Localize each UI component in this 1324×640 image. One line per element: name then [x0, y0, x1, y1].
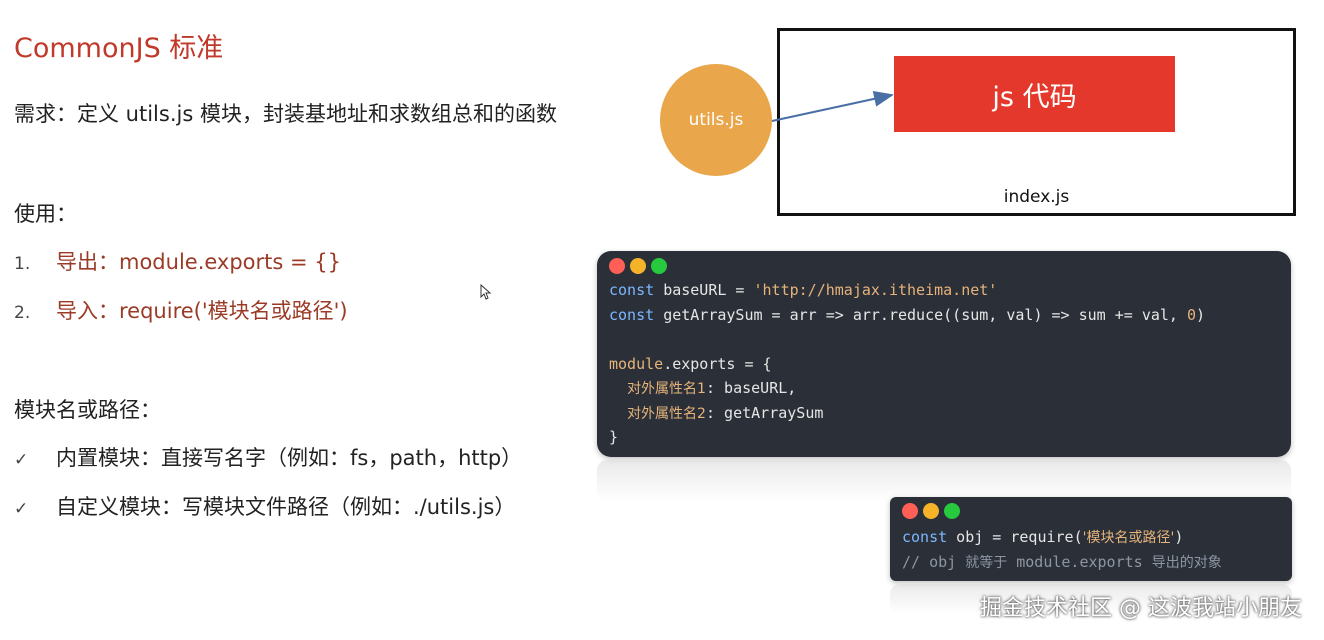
- path-item-custom: ✓ 自定义模块：写模块文件路径（例如：./utils.js）: [14, 491, 515, 521]
- slide-title: CommonJS 标准: [14, 33, 224, 64]
- code-line-blank: [609, 327, 1205, 352]
- maximize-dot-icon: [944, 503, 960, 519]
- check-icon: ✓: [14, 450, 29, 470]
- code-window-reflection: [597, 460, 1291, 502]
- export-code-window: const baseURL = 'http://hmajax.itheima.n…: [597, 251, 1291, 457]
- usage-item-number: 1.: [14, 254, 31, 274]
- path-item-text: 内置模块：直接写名字（例如：fs，path，http）: [56, 446, 523, 470]
- code-line: const getArraySum = arr => arr.reduce((s…: [609, 305, 1206, 324]
- path-item-builtin: ✓ 内置模块：直接写名字（例如：fs，path，http）: [14, 442, 522, 472]
- usage-item-text: 导出：module.exports = {}: [56, 250, 342, 274]
- close-dot-icon: [902, 503, 918, 519]
- paths-heading: 模块名或路径：: [14, 398, 161, 422]
- maximize-dot-icon: [651, 258, 667, 274]
- minimize-dot-icon: [923, 503, 939, 519]
- code-line: const obj = require('模块名或路径'): [902, 528, 1184, 546]
- code-line: 对外属性名1: baseURL,: [627, 379, 797, 397]
- path-item-text: 自定义模块：写模块文件路径（例如：./utils.js）: [56, 495, 516, 519]
- usage-item-text: 导入：require('模块名或路径'): [56, 299, 348, 323]
- code-lines: const baseURL = 'http://hmajax.itheima.n…: [609, 278, 1205, 450]
- code-line: module.exports = {: [609, 354, 772, 373]
- code-line: const baseURL = 'http://hmajax.itheima.n…: [609, 281, 998, 299]
- import-code-window: const obj = require('模块名或路径') // obj 就等于…: [890, 497, 1292, 581]
- usage-item-number: 2.: [14, 303, 31, 323]
- circle-label: utils.js: [688, 110, 744, 130]
- code-line: }: [609, 428, 619, 446]
- code-lines: const obj = require('模块名或路径') // obj 就等于…: [902, 525, 1222, 574]
- utils-js-circle: utils.js: [660, 64, 772, 176]
- watermark-text: 掘金技术社区 @ 这波我站小朋友: [980, 596, 1302, 621]
- window-controls: [609, 258, 667, 274]
- code-line: 对外属性名2: getArraySum: [627, 403, 824, 422]
- js-code-box: js 代码: [894, 56, 1175, 132]
- code-window-reflection: [890, 584, 1292, 614]
- usage-item-import: 2. 导入：require('模块名或路径'): [14, 295, 348, 325]
- usage-heading: 使用：: [14, 202, 77, 226]
- code-comment-line: // obj 就等于 module.exports 导出的对象: [902, 552, 1222, 571]
- requirement-text: 需求：定义 utils.js 模块，封装基地址和求数组总和的函数: [14, 102, 557, 126]
- usage-item-export: 1. 导出：module.exports = {}: [14, 246, 341, 276]
- close-dot-icon: [609, 258, 625, 274]
- mouse-cursor-icon: [480, 284, 492, 300]
- frame-label: index.js: [1003, 187, 1070, 207]
- minimize-dot-icon: [630, 258, 646, 274]
- window-controls: [902, 503, 960, 519]
- check-icon: ✓: [14, 499, 29, 519]
